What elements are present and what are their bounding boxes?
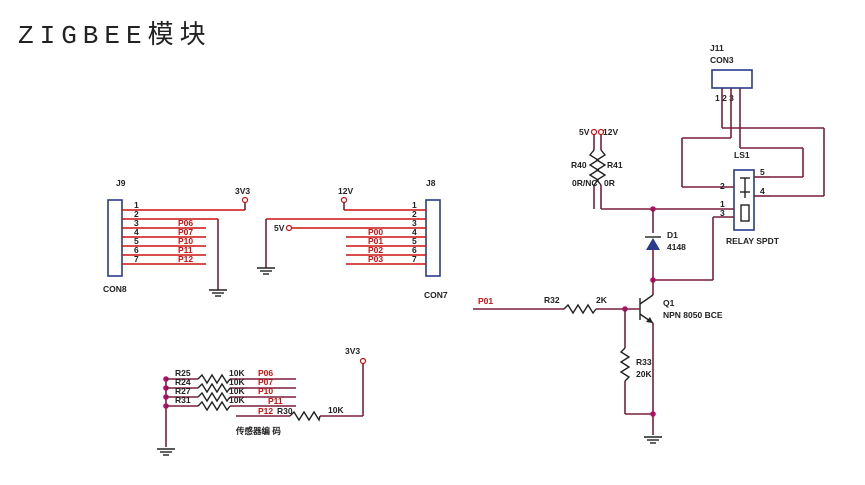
- svg-text:P02: P02: [368, 245, 383, 255]
- svg-text:P07: P07: [258, 377, 273, 387]
- svg-text:1 2 3: 1 2 3: [715, 93, 734, 103]
- svg-text:10K: 10K: [229, 386, 245, 396]
- svg-text:2: 2: [134, 209, 139, 219]
- svg-text:P03: P03: [368, 254, 383, 264]
- svg-text:3: 3: [412, 218, 417, 228]
- svg-text:NPN 8050 BCE: NPN 8050 BCE: [663, 310, 723, 320]
- svg-text:R33: R33: [636, 357, 652, 367]
- svg-text:5: 5: [760, 167, 765, 177]
- svg-text:6: 6: [134, 245, 139, 255]
- sensor-code-circuit: 3V3 R25 10K P06 R24 10K P07 R27 10K P10 …: [156, 346, 367, 456]
- svg-text:1: 1: [412, 200, 417, 210]
- svg-text:P07: P07: [178, 227, 193, 237]
- svg-text:R40: R40: [571, 160, 587, 170]
- svg-text:10K: 10K: [229, 368, 245, 378]
- svg-text:20K: 20K: [636, 369, 652, 379]
- connector-j9: J9 CON8 1 2 3 4 5 6 7 3V3 P06 P07 P10 P1…: [103, 178, 250, 297]
- svg-text:4: 4: [134, 227, 139, 237]
- svg-text:5V: 5V: [579, 127, 590, 137]
- svg-text:P06: P06: [178, 218, 193, 228]
- page-title: ZIGBEE模块: [18, 21, 212, 51]
- svg-text:R31: R31: [175, 395, 191, 405]
- svg-text:4: 4: [760, 186, 765, 196]
- relay-name: RELAY SPDT: [726, 236, 780, 246]
- svg-text:P01: P01: [368, 236, 383, 246]
- svg-text:P11: P11: [268, 396, 283, 406]
- j11-ref: J11: [710, 43, 724, 53]
- svg-text:5V: 5V: [274, 223, 285, 233]
- svg-text:P06: P06: [258, 368, 273, 378]
- svg-text:P00: P00: [368, 227, 383, 237]
- j9-name: CON8: [103, 284, 127, 294]
- j9-ref: J9: [116, 178, 126, 188]
- svg-text:3V3: 3V3: [345, 346, 360, 356]
- svg-text:2: 2: [412, 209, 417, 219]
- svg-text:P12: P12: [178, 254, 193, 264]
- svg-text:R32: R32: [544, 295, 560, 305]
- svg-text:0R/NC: 0R/NC: [572, 178, 598, 188]
- svg-text:12V: 12V: [338, 186, 353, 196]
- svg-text:10K: 10K: [328, 405, 344, 415]
- svg-text:R30: R30: [277, 406, 293, 416]
- svg-text:Q1: Q1: [663, 298, 675, 308]
- svg-text:2: 2: [720, 181, 725, 191]
- svg-text:3V3: 3V3: [235, 186, 250, 196]
- relay-circuit: J11 CON3 1 2 3 LS1 RELAY SPDT 2 5 4 1 3: [473, 43, 825, 444]
- svg-text:10K: 10K: [229, 377, 245, 387]
- svg-text:R41: R41: [607, 160, 623, 170]
- svg-text:P11: P11: [178, 245, 193, 255]
- j8-name: CON7: [424, 290, 448, 300]
- svg-text:6: 6: [412, 245, 417, 255]
- svg-text:1: 1: [134, 200, 139, 210]
- svg-text:3: 3: [720, 208, 725, 218]
- svg-text:7: 7: [412, 254, 417, 264]
- svg-text:4148: 4148: [667, 242, 686, 252]
- j11-name: CON3: [710, 55, 734, 65]
- svg-text:R24: R24: [175, 377, 191, 387]
- svg-text:5: 5: [134, 236, 139, 246]
- ls1-ref: LS1: [734, 150, 750, 160]
- svg-text:P12: P12: [258, 406, 273, 416]
- j8-ref: J8: [426, 178, 436, 188]
- svg-text:3: 3: [134, 218, 139, 228]
- sensor-code-label: 传感器编 码: [235, 426, 281, 436]
- svg-text:10K: 10K: [229, 395, 245, 405]
- svg-text:5: 5: [412, 236, 417, 246]
- svg-text:D1: D1: [667, 230, 678, 240]
- svg-text:1: 1: [720, 199, 725, 209]
- svg-text:P10: P10: [258, 386, 273, 396]
- svg-text:R27: R27: [175, 386, 191, 396]
- svg-text:P10: P10: [178, 236, 193, 246]
- svg-text:7: 7: [134, 254, 139, 264]
- svg-text:4: 4: [412, 227, 417, 237]
- svg-text:P01: P01: [478, 296, 493, 306]
- svg-text:2K: 2K: [596, 295, 608, 305]
- svg-text:R25: R25: [175, 368, 191, 378]
- connector-j8: J8 CON7 1 2 3 4 5 6 7 12V 5V P00 P01 P02…: [256, 178, 448, 300]
- svg-text:0R: 0R: [604, 178, 615, 188]
- svg-text:12V: 12V: [603, 127, 618, 137]
